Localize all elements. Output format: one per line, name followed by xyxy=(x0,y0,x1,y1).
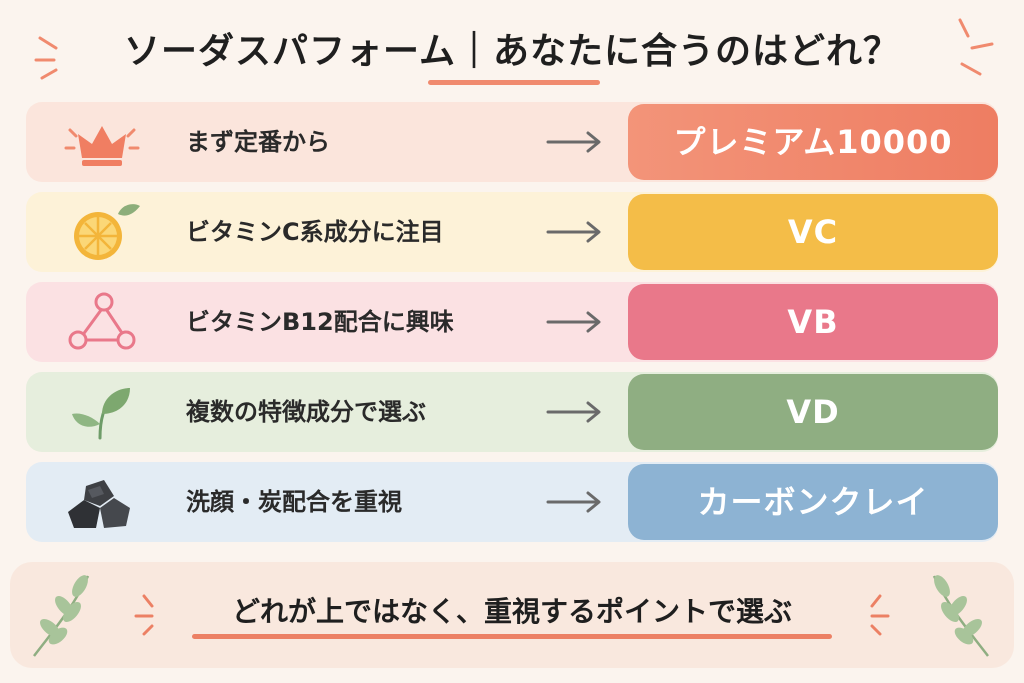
sparkle-right-icon xyxy=(958,18,994,76)
row-vd: 複数の特徴成分で選ぶ VD xyxy=(26,372,998,452)
product-vc-button[interactable]: VC xyxy=(628,194,998,270)
sparkle-left-icon xyxy=(34,36,58,80)
sparkle-footer-left-icon xyxy=(134,594,154,636)
product-vb-button[interactable]: VB xyxy=(628,284,998,360)
arrow-right-icon xyxy=(546,221,601,243)
product-carbon-clay-button[interactable]: カーボンクレイ xyxy=(628,464,998,540)
row-label: ビタミンC系成分に注目 xyxy=(186,218,444,246)
product-premium-button[interactable]: プレミアム10000 xyxy=(628,104,998,180)
leaf-branch-right-icon xyxy=(932,575,989,657)
arrow-right-icon xyxy=(546,131,601,153)
title-underline xyxy=(428,80,600,85)
row-vc: ビタミンC系成分に注目 VC xyxy=(26,192,998,272)
row-label: ビタミンB12配合に興味 xyxy=(186,308,454,336)
row-vb: ビタミンB12配合に興味 VB xyxy=(26,282,998,362)
page-title: ソーダスパフォーム｜あなたに合うのはどれ？ xyxy=(124,31,900,72)
leaf-branch-left-icon xyxy=(33,575,90,657)
row-label: 複数の特徴成分で選ぶ xyxy=(186,398,426,426)
row-premium: まず定番から プレミアム10000 xyxy=(26,102,998,182)
product-vd-button[interactable]: VD xyxy=(628,374,998,450)
lemon-icon xyxy=(74,204,140,260)
footer-underline xyxy=(192,634,832,639)
row-carbon: 洗顔・炭配合を重視 カーボンクレイ xyxy=(26,462,998,542)
row-label: まず定番から xyxy=(186,128,330,156)
charcoal-icon xyxy=(68,480,130,528)
molecule-icon xyxy=(68,292,136,350)
arrow-right-icon xyxy=(546,311,601,333)
sparkle-footer-right-icon xyxy=(870,594,890,636)
leaf-icon xyxy=(72,388,130,440)
crown-icon xyxy=(64,126,140,166)
arrow-right-icon xyxy=(546,491,601,513)
footer-message: どれが上ではなく、重視するポイントで選ぶ xyxy=(231,595,792,628)
row-label: 洗顔・炭配合を重視 xyxy=(186,488,402,516)
arrow-right-icon xyxy=(546,401,601,423)
header: ソーダスパフォーム｜あなたに合うのはどれ？ xyxy=(0,0,1024,95)
footer-banner: どれが上ではなく、重視するポイントで選ぶ xyxy=(10,562,1014,668)
